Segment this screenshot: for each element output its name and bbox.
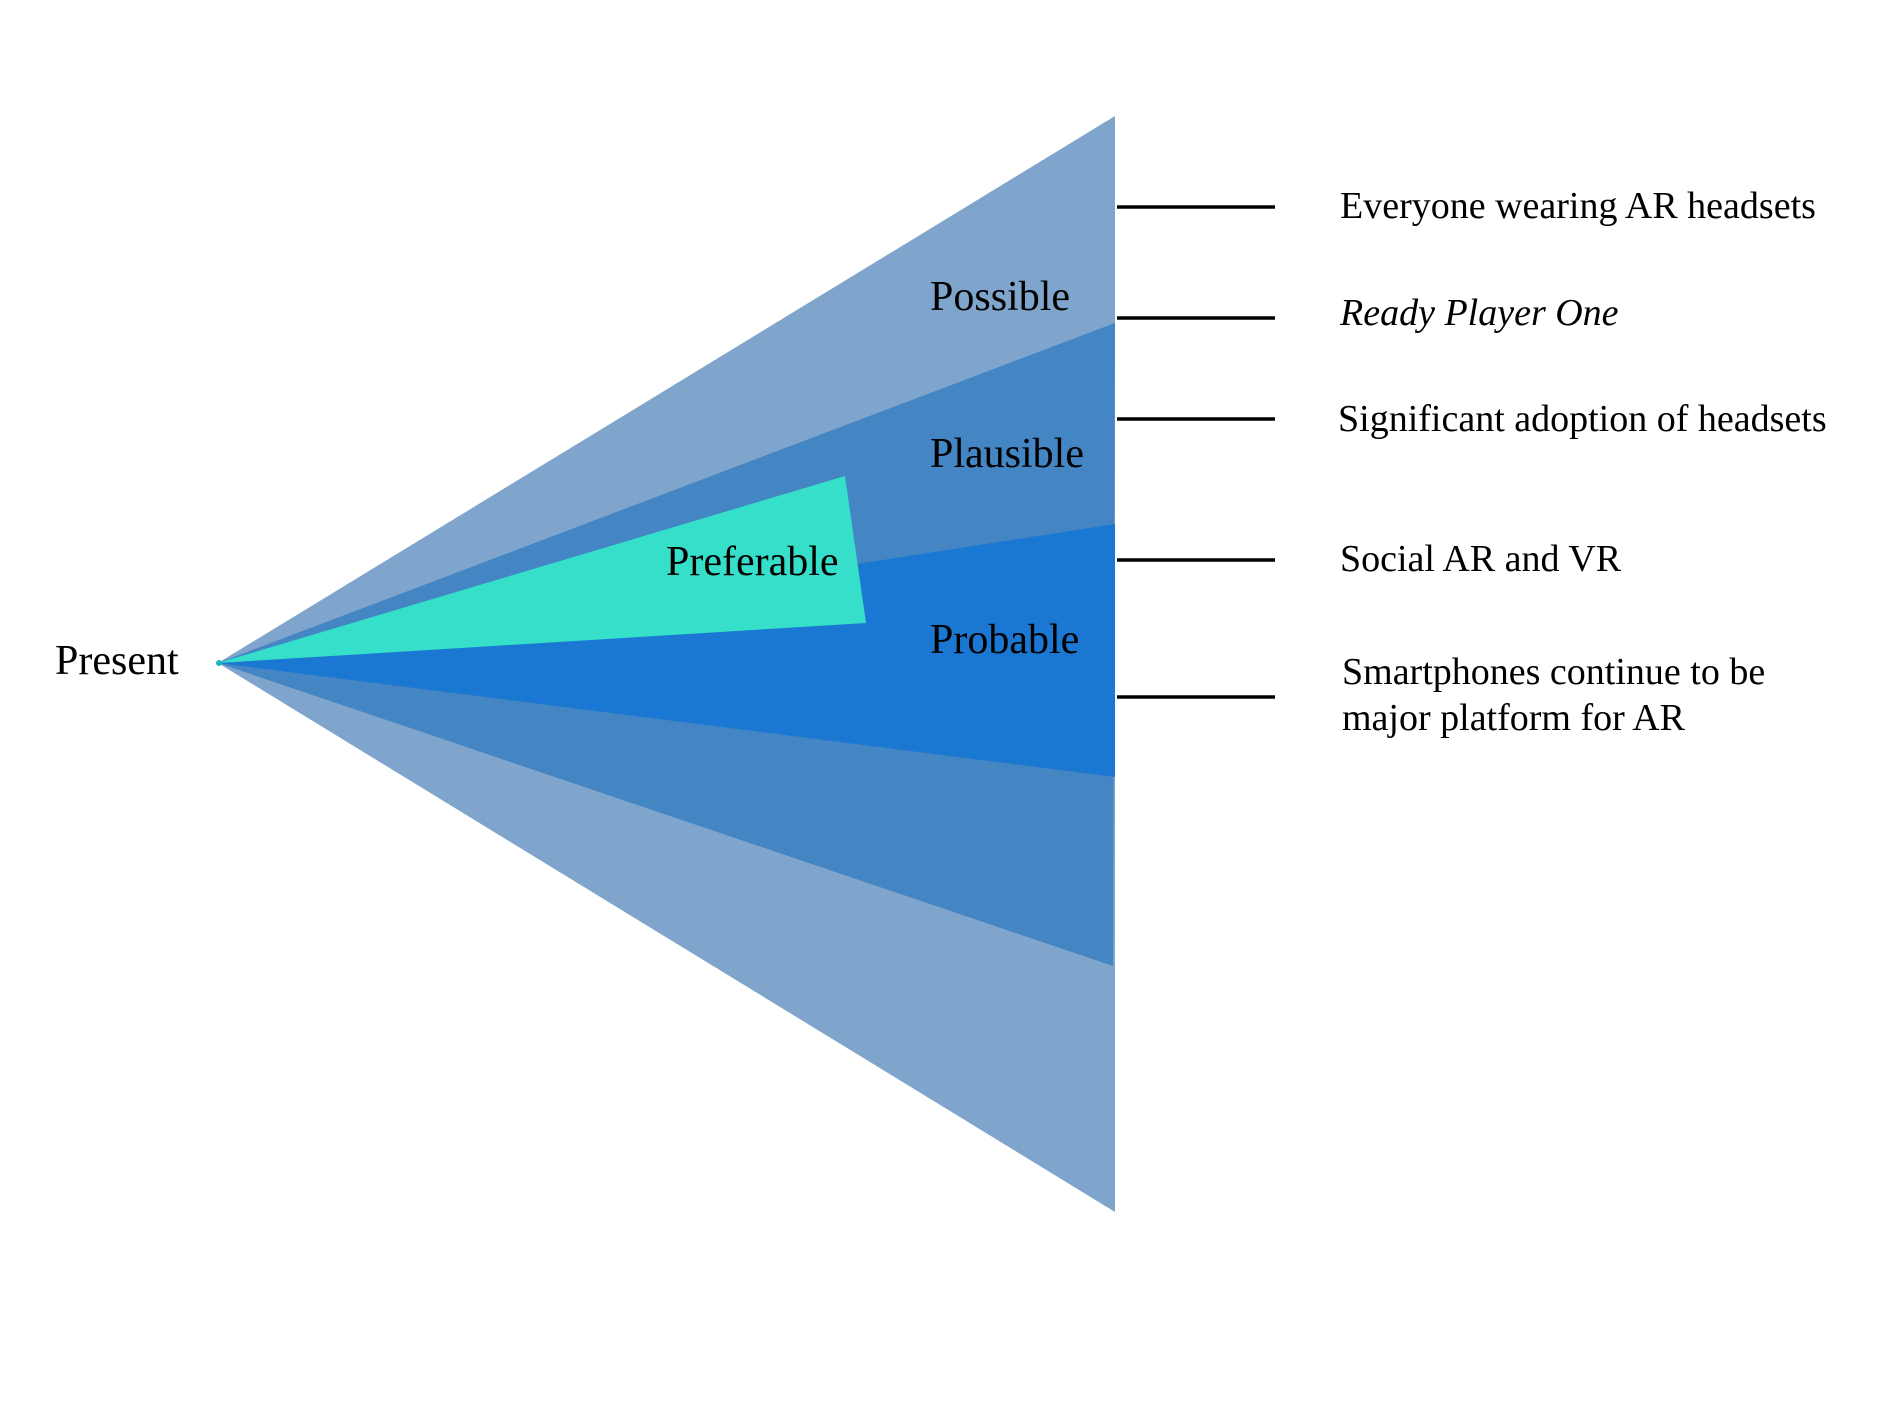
annotation-smartphones: Smartphones continue to be major platfor… [1342, 651, 1775, 739]
annotation-significant-adoption: Significant adoption of headsets [1338, 398, 1827, 440]
annotation-line: Significant adoption of headsets [1338, 398, 1827, 440]
annotation-ready-player-one: Ready Player One [1339, 292, 1619, 334]
probable-cone [218, 524, 1115, 777]
probable-label: Probable [930, 617, 1079, 663]
preferable-label: Preferable [666, 539, 839, 585]
possible-label: Possible [930, 274, 1070, 320]
preferable-wedge [218, 476, 866, 663]
annotation-line: major platform for AR [1342, 697, 1686, 739]
annotation-social-ar-vr: Social AR and VR [1340, 538, 1622, 580]
annotation-line: Ready Player One [1339, 292, 1619, 334]
annotation-line: Everyone wearing AR headsets [1340, 185, 1816, 227]
annotation-line: Social AR and VR [1340, 538, 1622, 580]
annotation-everyone-wearing-ar-headsets: Everyone wearing AR headsets [1340, 185, 1816, 227]
present-point [216, 660, 222, 666]
plausible-label: Plausible [930, 431, 1084, 477]
present-label: Present [55, 638, 179, 684]
annotation-line: Smartphones continue to be [1342, 651, 1765, 693]
